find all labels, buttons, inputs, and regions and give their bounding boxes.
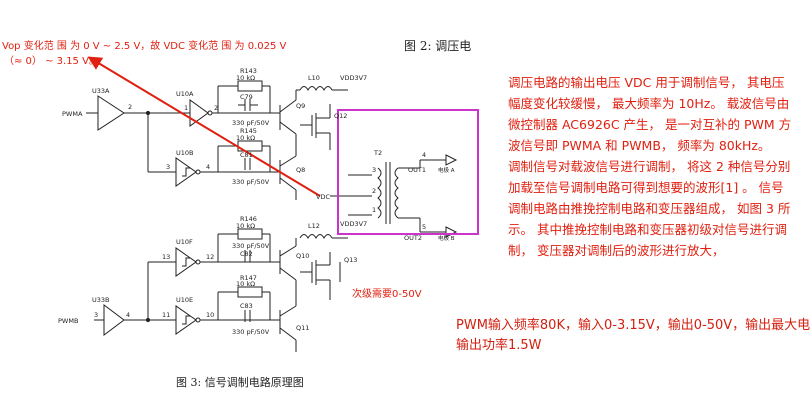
description-line: 微控制器 AC6926C 产生， 是一对互补的 PWM 方 bbox=[508, 117, 792, 132]
label-l12: L12 bbox=[308, 222, 320, 230]
pin-2-out: 2 bbox=[214, 104, 218, 112]
label-r146: R146 bbox=[240, 215, 257, 223]
label-u10f: U10F bbox=[176, 238, 193, 246]
label-r143: R143 bbox=[240, 67, 257, 75]
label-c83: C83 bbox=[240, 302, 253, 310]
schematic bbox=[86, 80, 458, 352]
label-electrode-a: 电极 A bbox=[438, 166, 455, 174]
secondary-voltage-note: 次级需要0-50V bbox=[352, 287, 422, 300]
pin-12: 12 bbox=[206, 253, 214, 261]
pin-t5: 5 bbox=[422, 223, 426, 231]
label-r145: R145 bbox=[240, 127, 257, 135]
description-line: 示。 其中推挽控制电路和变压器初级对信号进行调 bbox=[508, 222, 787, 237]
pin-3-b: 3 bbox=[166, 163, 170, 171]
description-line: 制， 变压器对调制后的波形进行放大， bbox=[508, 243, 725, 258]
label-c81: C81 bbox=[240, 151, 253, 159]
annotation-arrow-down bbox=[89, 57, 321, 197]
label-r143-val: 10 kΩ bbox=[236, 74, 255, 82]
label-t2: T2 bbox=[373, 149, 382, 157]
pin-3-pwmb: 3 bbox=[94, 311, 98, 319]
label-u33a: U33A bbox=[92, 87, 110, 95]
label-vdc: VDC bbox=[316, 193, 330, 201]
label-vdd3v7-bottom: VDD3V7 bbox=[340, 220, 367, 228]
pin-4-u33b: 4 bbox=[126, 311, 130, 319]
label-c81-val: 330 pF/50V bbox=[232, 178, 270, 186]
pwm-spec-line-2: 输出功率1.5W bbox=[456, 338, 542, 353]
label-l10: L10 bbox=[308, 74, 320, 82]
label-c82: C82 bbox=[240, 250, 253, 258]
label-c79-val: 330 pF/50V bbox=[232, 119, 270, 127]
pin-10: 10 bbox=[206, 311, 214, 319]
description-line: 幅度变化较缓慢， 最大频率为 10Hz。 载波信号由 bbox=[508, 96, 790, 111]
label-r147-val: 10 kΩ bbox=[236, 280, 255, 288]
label-q8: Q8 bbox=[296, 166, 305, 174]
label-u10a: U10A bbox=[176, 90, 194, 98]
label-c82-val: 330 pF/50V bbox=[232, 242, 270, 250]
label-electrode-b: 电极 B bbox=[438, 234, 455, 242]
description-line: 波信号即 PWMA 和 PWMB， 频率为 80kHz。 bbox=[508, 138, 771, 153]
highlight-box bbox=[337, 109, 479, 235]
label-r145-val: 10 kΩ bbox=[236, 134, 255, 142]
description-line: 调压电路的输出电压 VDC 用于调制信号， 其电压 bbox=[508, 75, 785, 90]
pin-1-a: 1 bbox=[184, 104, 188, 112]
figure-3-caption: 图 3: 信号调制电路原理图 bbox=[176, 376, 304, 389]
annotation-line-2: （≈ 0） ~ 3.15 V。 bbox=[4, 55, 99, 67]
label-q10: Q10 bbox=[296, 252, 309, 260]
label-u10e: U10E bbox=[176, 296, 193, 304]
label-pwma: PWMA bbox=[62, 110, 83, 118]
label-c79: C79 bbox=[240, 93, 253, 101]
label-q11: Q11 bbox=[296, 324, 309, 332]
pin-11: 11 bbox=[162, 311, 170, 319]
pin-13: 13 bbox=[162, 253, 170, 261]
description-line: 调制信号对载波信号进行调制， 将这 2 种信号分别 bbox=[508, 159, 791, 174]
label-q9: Q9 bbox=[296, 102, 305, 110]
description-line: 加载至信号调制电路可得到想要的波形[1] 。 信号 bbox=[508, 180, 784, 195]
pin-4-b: 4 bbox=[206, 163, 210, 171]
pwm-spec-note: PWM输入频率80K，输入0-3.15V，输出0-50V，输出最大电 输出功率1… bbox=[456, 316, 810, 356]
label-q13: Q13 bbox=[344, 256, 357, 264]
label-r147: R147 bbox=[240, 274, 257, 282]
description-line: 调制电路由推挽控制电路和变压器组成， 如图 3 所 bbox=[508, 201, 791, 216]
label-vdd3v7-top: VDD3V7 bbox=[340, 74, 367, 82]
label-r146-val: 10 kΩ bbox=[236, 222, 255, 230]
annotation-line-1: Vop 变化范 围 为 0 V ~ 2.5 V，故 VDC 变化范 围 为 0.… bbox=[2, 39, 287, 52]
pin-t4: 4 bbox=[422, 151, 426, 159]
label-u33b: U33B bbox=[92, 296, 110, 304]
pin-2-a: 2 bbox=[128, 103, 132, 111]
description-paragraph: 调压电路的输出电压 VDC 用于调制信号， 其电压幅度变化较缓慢， 最大频率为 … bbox=[508, 72, 800, 261]
pin-t2: 2 bbox=[372, 187, 376, 195]
figure-2-caption: 图 2: 调压电 bbox=[404, 39, 471, 53]
label-pwmb: PWMB bbox=[58, 317, 78, 325]
pin-t3: 3 bbox=[372, 166, 376, 174]
label-out2: OUT2 bbox=[404, 234, 422, 242]
label-u10b: U10B bbox=[176, 149, 194, 157]
label-out1: OUT1 bbox=[408, 166, 426, 174]
pwm-spec-line-1: PWM输入频率80K，输入0-3.15V，输出0-50V，输出最大电 bbox=[456, 318, 810, 333]
label-q12: Q12 bbox=[334, 112, 347, 120]
pin-t1: 1 bbox=[372, 206, 376, 214]
label-c83-val: 330 pF/50V bbox=[232, 328, 270, 336]
